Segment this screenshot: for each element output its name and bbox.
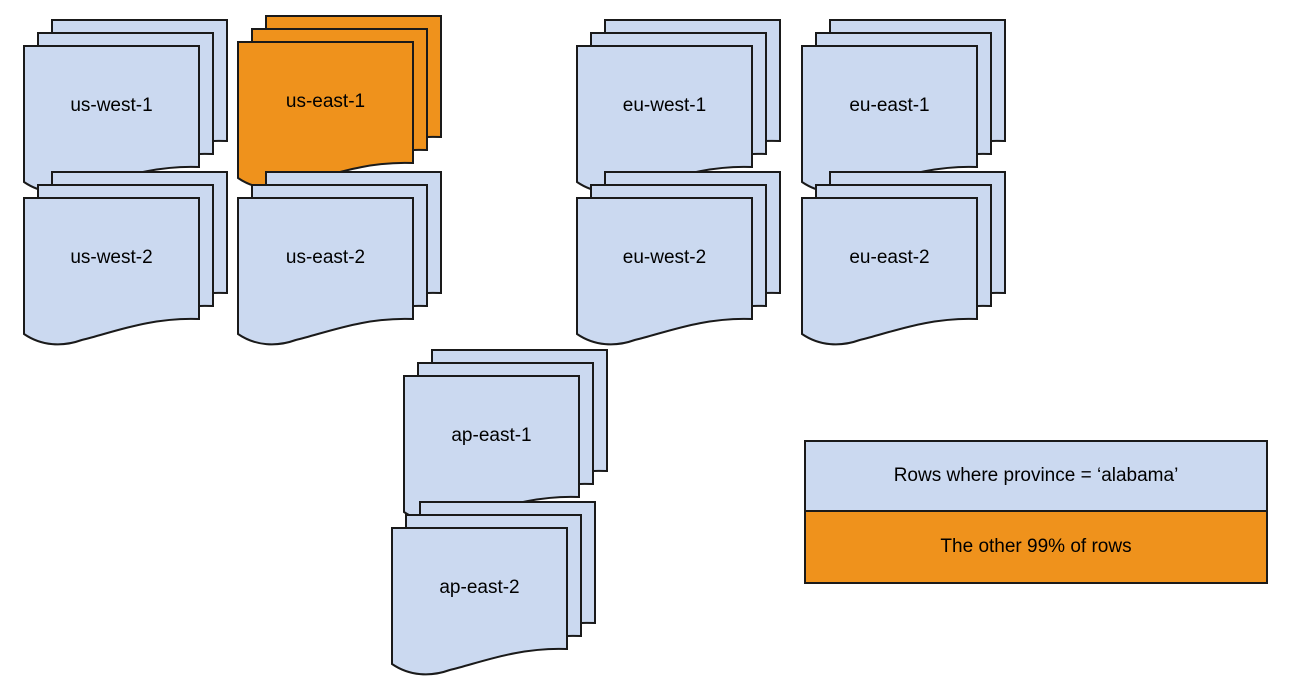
document-stack-shape-us-east-2 [237,171,442,346]
document-stack-eu-west-1[interactable]: eu-west-1 [575,18,782,194]
document-sheet [23,197,200,346]
document-sheet [237,197,414,346]
document-stack-eu-east-2[interactable]: eu-east-2 [800,170,1007,346]
document-stack-shape-us-east-1 [237,15,442,190]
document-sheet [391,527,568,676]
document-sheet [237,41,414,190]
document-stack-us-east-2[interactable]: us-east-2 [236,170,443,346]
document-stack-ap-east-1[interactable]: ap-east-1 [402,348,609,524]
legend-orange-entry: The other 99% of rows [806,512,1266,582]
document-stack-eu-west-2[interactable]: eu-west-2 [575,170,782,346]
document-stack-ap-east-2[interactable]: ap-east-2 [390,500,597,676]
document-stack-shape-eu-west-2 [576,171,781,346]
legend-label-orange-entry: The other 99% of rows [940,536,1132,557]
legend-blue-entry: Rows where province = ‘alabama’ [806,442,1266,512]
document-stack-shape-ap-east-2 [391,501,596,676]
document-stack-shape-us-west-1 [23,19,228,194]
legend: Rows where province = ‘alabama’ The other… [804,440,1268,584]
legend-label-blue-entry: Rows where province = ‘alabama’ [893,465,1179,486]
document-sheet [576,197,753,346]
document-stack-shape-ap-east-1 [403,349,608,524]
document-stack-us-west-2[interactable]: us-west-2 [22,170,229,346]
document-stack-shape-eu-west-1 [576,19,781,194]
document-stack-us-east-1[interactable]: us-east-1 [236,14,443,190]
document-stack-us-west-1[interactable]: us-west-1 [22,18,229,194]
document-stack-shape-eu-east-2 [801,171,1006,346]
document-sheet [801,197,978,346]
document-stack-shape-eu-east-1 [801,19,1006,194]
document-stack-eu-east-1[interactable]: eu-east-1 [800,18,1007,194]
document-stack-shape-us-west-2 [23,171,228,346]
